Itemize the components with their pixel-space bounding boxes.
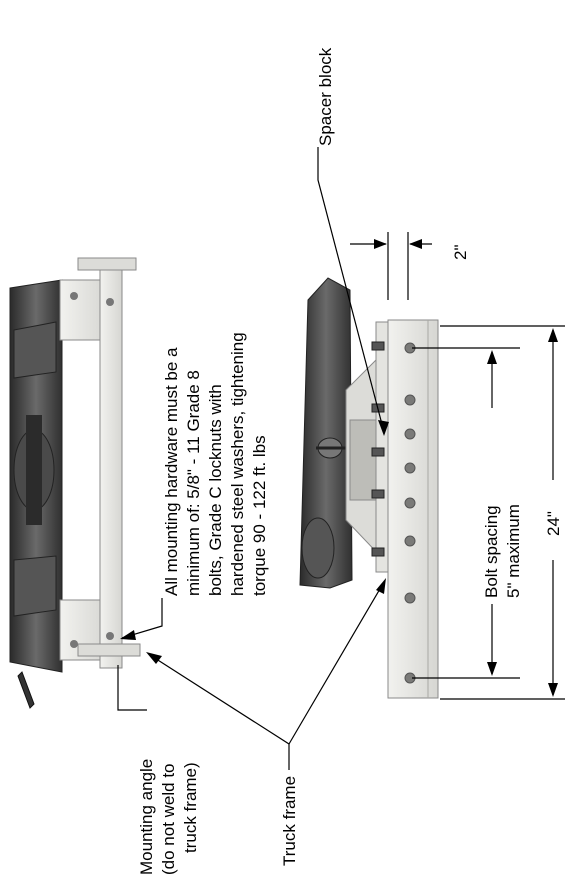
spacer-bolt-head [371, 447, 385, 457]
length-dim-arrowhead-bottom [548, 683, 558, 697]
frame-bolt-hole [404, 462, 416, 474]
truck-frame-leader-right [288, 581, 385, 745]
hardware-note: All mounting hardware must be a minimum … [162, 332, 269, 596]
left-mounting-angle-top [77, 257, 137, 271]
length-24-label: 24" [544, 511, 563, 536]
hitch-release-handle [17, 671, 35, 709]
offset-2-label: 2" [451, 245, 470, 261]
frame-bolt-hole [404, 497, 416, 509]
hardware-note-leader [121, 598, 163, 639]
spacer-block-arrowhead [378, 420, 389, 436]
left-mounting-angle-bottom [77, 643, 141, 657]
truck-frame-arrowhead-right [376, 578, 386, 594]
length-dim-arrowhead-top [548, 328, 558, 342]
spacer-bolt-head [371, 341, 385, 351]
left-bolt [106, 632, 114, 640]
hitch-side-body [299, 277, 353, 589]
offset-dim-arrowhead-right [409, 239, 422, 249]
left-truck-frame-rail [99, 265, 123, 669]
truck-frame-arrowhead-left [146, 652, 162, 664]
offset-dim-arrowhead-left [374, 239, 387, 249]
arrowheads [120, 239, 558, 697]
frame-bolt-hole [404, 394, 416, 406]
hardware-note-line: torque 90 - 122 ft. lbs [250, 435, 269, 596]
spacer-block-leader [317, 147, 385, 433]
hardware-note-line: hardened steel washers, tightening [228, 332, 247, 596]
hardware-note-line: minimum of: 5/8" - 11 Grade 8 [184, 370, 203, 596]
mounting-angle-note: Mounting angle (do not weld to truck fra… [137, 759, 200, 875]
mounting-angle-line: truck frame) [181, 762, 200, 853]
left-bolt [106, 298, 114, 306]
hitch-top-view [9, 257, 141, 709]
hitch-plate-ribs [13, 321, 57, 617]
hardware-note-line: bolts, Grade C locknuts with [206, 384, 225, 596]
spacer-bolt-head [371, 489, 385, 499]
spacer-bolt-head [371, 547, 385, 557]
mounting-angle-line: Mounting angle [137, 759, 156, 875]
hardware-note-arrowhead [120, 630, 136, 640]
leader-lines [117, 147, 565, 770]
truck-frame-leader-left [149, 654, 290, 770]
left-bolt [70, 292, 78, 300]
truck-frame-rail [387, 319, 439, 699]
hardware-note-line: All mounting hardware must be a [162, 347, 181, 596]
spacer-block-label: Spacer block [316, 47, 335, 146]
truck-frame-label: Truck frame [280, 776, 299, 866]
left-bolt [70, 640, 78, 648]
mounting-angle-line: (do not weld to [159, 763, 178, 875]
bolt-spacing-label: Bolt spacing [482, 505, 501, 598]
bolt-dim-arrowhead-top [487, 350, 497, 364]
frame-bolt-hole [404, 535, 416, 547]
frame-bolt-hole [404, 428, 416, 440]
hitch-side-wheel [301, 517, 335, 579]
bolt-spacing-label: 5" maximum [504, 504, 523, 598]
hitch-center-slot [26, 415, 42, 525]
hitch-side-view [299, 277, 439, 699]
mounting-angle-leader [117, 665, 147, 711]
frame-bolt-hole [404, 592, 416, 604]
bolt-dim-arrowhead-bottom [487, 662, 497, 676]
